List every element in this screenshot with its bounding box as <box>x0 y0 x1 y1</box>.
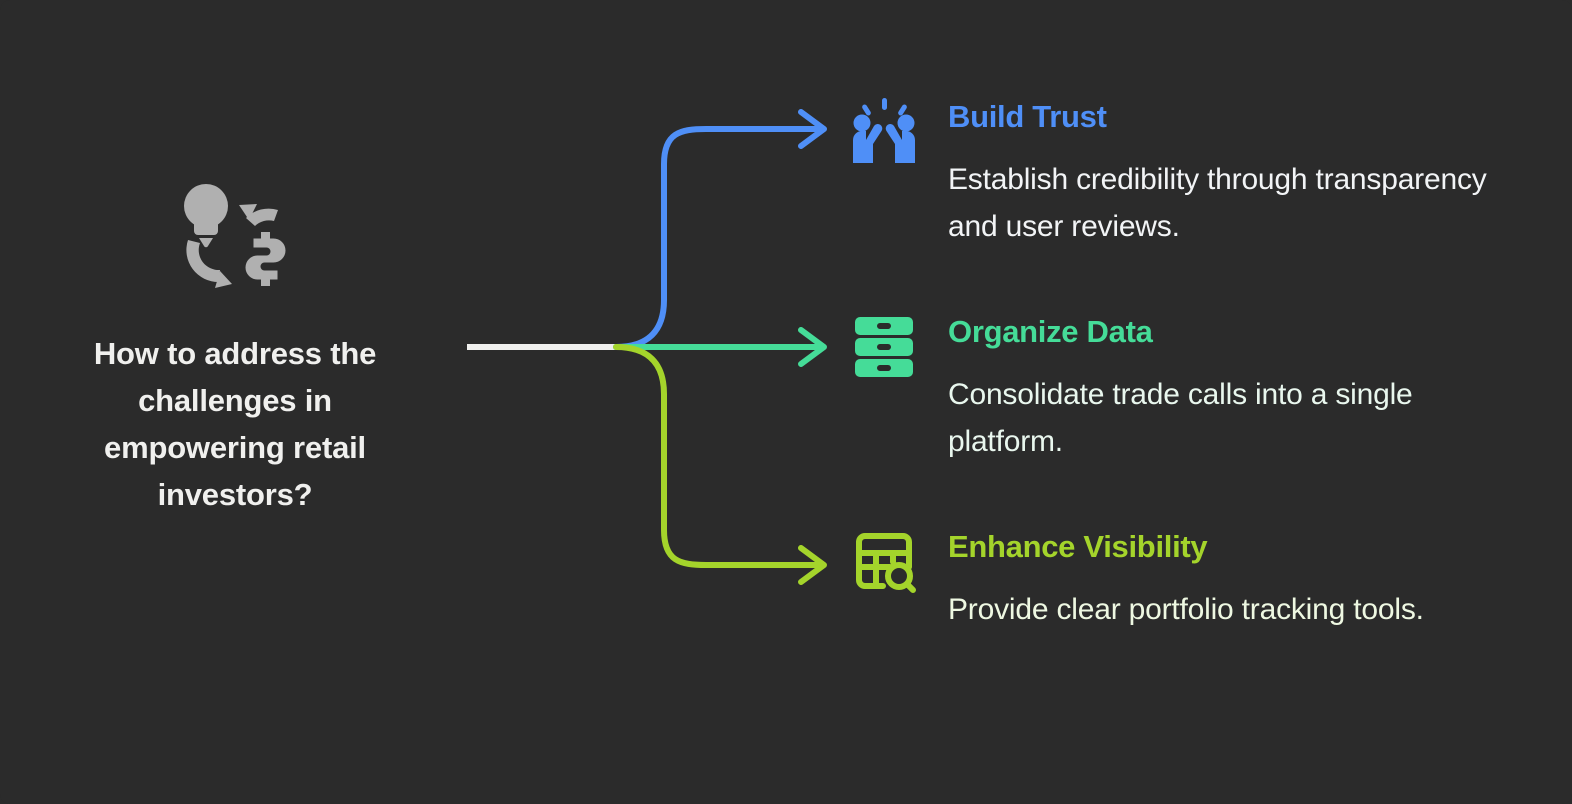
branch-description: Establish credibility through transparen… <box>948 162 1487 243</box>
file-cabinet-drawers-icon <box>850 313 918 381</box>
central-node: How to address the challenges in empower… <box>40 180 430 518</box>
lightbulb-money-cycle-icon <box>184 184 286 288</box>
connector-build-trust <box>613 126 821 350</box>
handshake-people-celebrate-icon <box>850 98 918 166</box>
branch-description: Consolidate trade calls into a single pl… <box>948 377 1413 458</box>
central-title: How to address the challenges in empower… <box>93 336 377 513</box>
arrowhead-build-trust <box>798 109 827 149</box>
arrowhead-enhance-visibility <box>798 545 827 585</box>
branch-heading: Enhance Visibility <box>948 529 1208 564</box>
connector-enhance-visibility <box>613 344 821 568</box>
branch-organize-data[interactable]: Organize Data Consolidate trade calls in… <box>850 313 1540 465</box>
arrowhead-organize-data <box>798 327 827 367</box>
branch-body: Enhance Visibility Provide clear portfol… <box>948 528 1540 634</box>
table-search-magnifier-icon <box>850 528 918 596</box>
branch-heading: Build Trust <box>948 99 1107 134</box>
branch-body: Organize Data Consolidate trade calls in… <box>948 313 1540 465</box>
branch-body: Build Trust Establish credibility throug… <box>948 98 1540 250</box>
branch-heading: Organize Data <box>948 314 1153 349</box>
branch-description: Provide clear portfolio tracking tools. <box>948 592 1424 626</box>
branch-enhance-visibility[interactable]: Enhance Visibility Provide clear portfol… <box>850 528 1540 634</box>
branch-build-trust[interactable]: Build Trust Establish credibility throug… <box>850 98 1540 250</box>
